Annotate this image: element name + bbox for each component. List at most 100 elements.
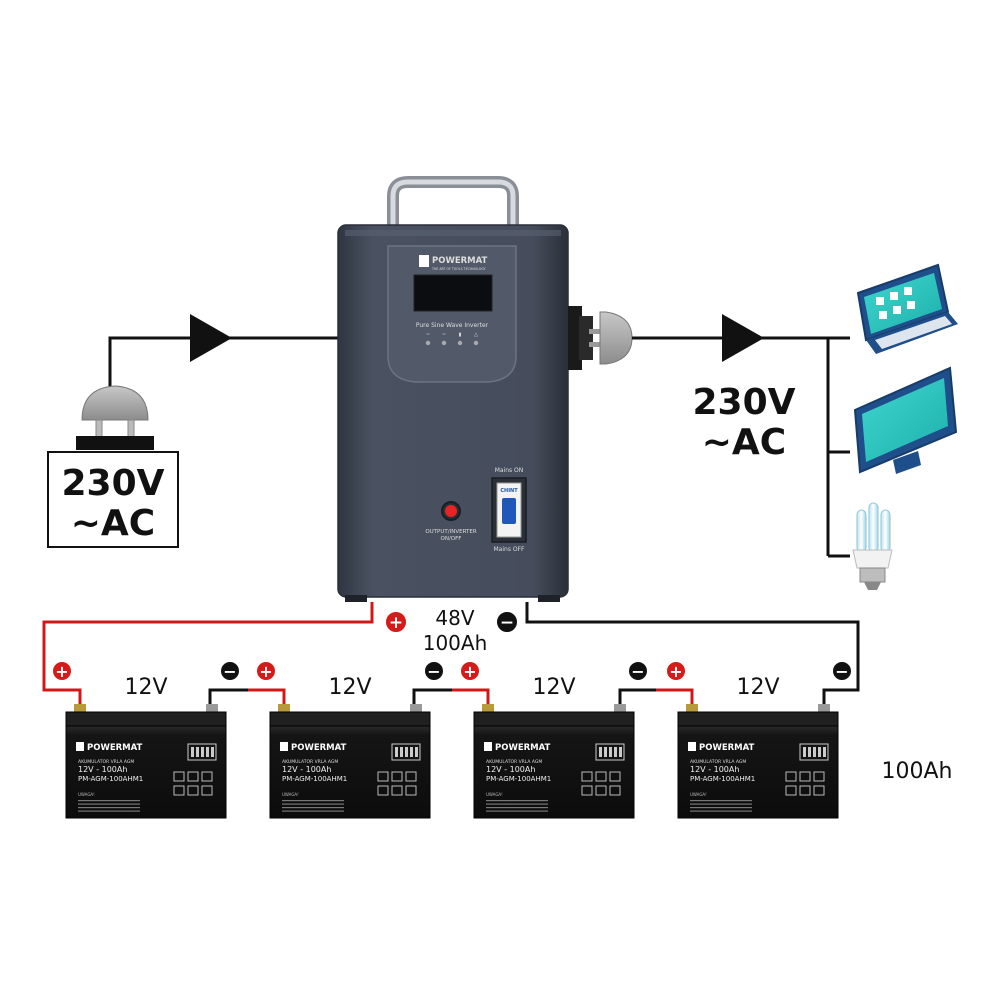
safety-symbol-icon [609, 771, 621, 782]
input-plug-icon [76, 385, 154, 450]
battery-type: AKUMULATOR VRLA AGM [486, 759, 542, 765]
safety-symbol-icon [581, 771, 593, 782]
svg-text:−: − [427, 662, 440, 681]
safety-symbol-icon [391, 771, 403, 782]
monitor-icon [853, 366, 958, 474]
flow-arrow-output [722, 314, 764, 362]
safety-symbol-icon [405, 771, 417, 782]
svg-text:~: ~ [442, 332, 446, 338]
battery-voltage-label: 12V [328, 675, 371, 700]
safety-symbol-icon [609, 785, 621, 796]
battery-logo-icon [688, 742, 696, 751]
safety-symbol-icon [813, 771, 825, 782]
safety-symbol-icon [799, 771, 811, 782]
battery-post-positive [686, 704, 698, 712]
output-wire [632, 314, 850, 558]
breaker-toggle[interactable] [502, 498, 516, 524]
battery-logo-icon [280, 742, 288, 751]
brand-logo-icon [419, 255, 429, 267]
cfl-bulb-icon [852, 502, 893, 590]
inverter-negative-terminal: − [495, 610, 519, 634]
flow-arrow-input [190, 314, 232, 362]
safety-symbol-icon [173, 785, 185, 796]
svg-text:△: △ [474, 332, 478, 338]
battery-2-positive-marker: + [255, 660, 277, 682]
inverter-tagline: THE ART OF TOOLS TECHNOLOGY [431, 267, 486, 271]
capacity-gauge-icon [799, 743, 829, 761]
safety-symbol-icon [377, 785, 389, 796]
laptop-icon [856, 263, 958, 354]
battery-type: AKUMULATOR VRLA AGM [282, 759, 338, 765]
safety-symbol-icon [377, 771, 389, 782]
battery-brand: POWERMAT [495, 743, 551, 753]
battery-post-positive [74, 704, 86, 712]
battery-type: AKUMULATOR VRLA AGM [78, 759, 134, 765]
battery-post-positive [278, 704, 290, 712]
battery-1-positive-marker: + [51, 660, 73, 682]
carry-handle [387, 176, 519, 226]
svg-text:+: + [669, 662, 682, 681]
battery-model: PM-AGM-100AHM1 [690, 775, 755, 783]
battery-brand: POWERMAT [87, 743, 143, 753]
breaker-top-label: Mains ON [495, 467, 524, 474]
battery-warning: UWAGA! [282, 792, 299, 797]
battery-voltage-label: 12V [532, 675, 575, 700]
battery-warning: UWAGA! [690, 792, 707, 797]
lcd-display [413, 274, 493, 312]
output-plug-icon [589, 311, 633, 365]
inverter-brand: POWERMAT [432, 256, 488, 266]
breaker-brand: CHINT [500, 488, 518, 494]
svg-text:~: ~ [426, 332, 430, 338]
output-socket [568, 306, 582, 370]
safety-symbol-icon [799, 785, 811, 796]
safety-symbol-icon [201, 785, 213, 796]
battery-post-negative [818, 704, 830, 712]
svg-text:▮: ▮ [459, 332, 462, 338]
input-source-box: 230V ~AC [47, 451, 179, 548]
battery-warning: UWAGA! [486, 792, 503, 797]
indicator-leds: ~ ~ ▮ △ [425, 332, 479, 346]
svg-text:−: − [223, 662, 236, 681]
battery-rating: 12V - 100Ah [486, 765, 535, 774]
safety-symbol-icon [785, 785, 797, 796]
safety-symbol-icon [813, 785, 825, 796]
output-type-label: ~AC [702, 422, 786, 463]
safety-symbol-icon [201, 771, 213, 782]
battery-3-negative-marker: − [627, 660, 649, 682]
safety-symbol-icon [187, 771, 199, 782]
svg-text:+: + [389, 613, 403, 633]
battery-model: PM-AGM-100AHM1 [78, 775, 143, 783]
power-switch-button[interactable] [445, 505, 457, 517]
battery-rating: 12V - 100Ah [78, 765, 127, 774]
inverter-positive-terminal: + [384, 610, 408, 634]
battery-model: PM-AGM-100AHM1 [486, 775, 551, 783]
battery-2-negative-marker: − [423, 660, 445, 682]
battery-post-negative [410, 704, 422, 712]
svg-text:−: − [631, 662, 644, 681]
safety-symbol-icon [173, 771, 185, 782]
battery-brand: POWERMAT [699, 743, 755, 753]
output-voltage-label: 230V [692, 382, 795, 423]
battery-voltage-label: 12V [124, 675, 167, 700]
input-type-label: ~AC [71, 503, 155, 544]
safety-symbol-icon [785, 771, 797, 782]
battery-4-negative-marker: − [831, 660, 853, 682]
bank-capacity-label: 100Ah [423, 631, 488, 655]
battery-warning: UWAGA! [78, 792, 95, 797]
battery-type: AKUMULATOR VRLA AGM [690, 759, 746, 765]
safety-symbol-icon [581, 785, 593, 796]
battery-post-negative [206, 704, 218, 712]
inverter-unit: POWERMAT THE ART OF TOOLS TECHNOLOGY Pur… [337, 176, 593, 602]
switch-label-line2: ON/OFF [441, 536, 462, 542]
battery-3-positive-marker: + [459, 660, 481, 682]
battery-brand: POWERMAT [291, 743, 347, 753]
battery-rating: 12V - 100Ah [690, 765, 739, 774]
capacity-gauge-icon [187, 743, 217, 761]
svg-text:+: + [259, 662, 272, 681]
svg-text:+: + [463, 662, 476, 681]
battery-rating: 12V - 100Ah [282, 765, 331, 774]
